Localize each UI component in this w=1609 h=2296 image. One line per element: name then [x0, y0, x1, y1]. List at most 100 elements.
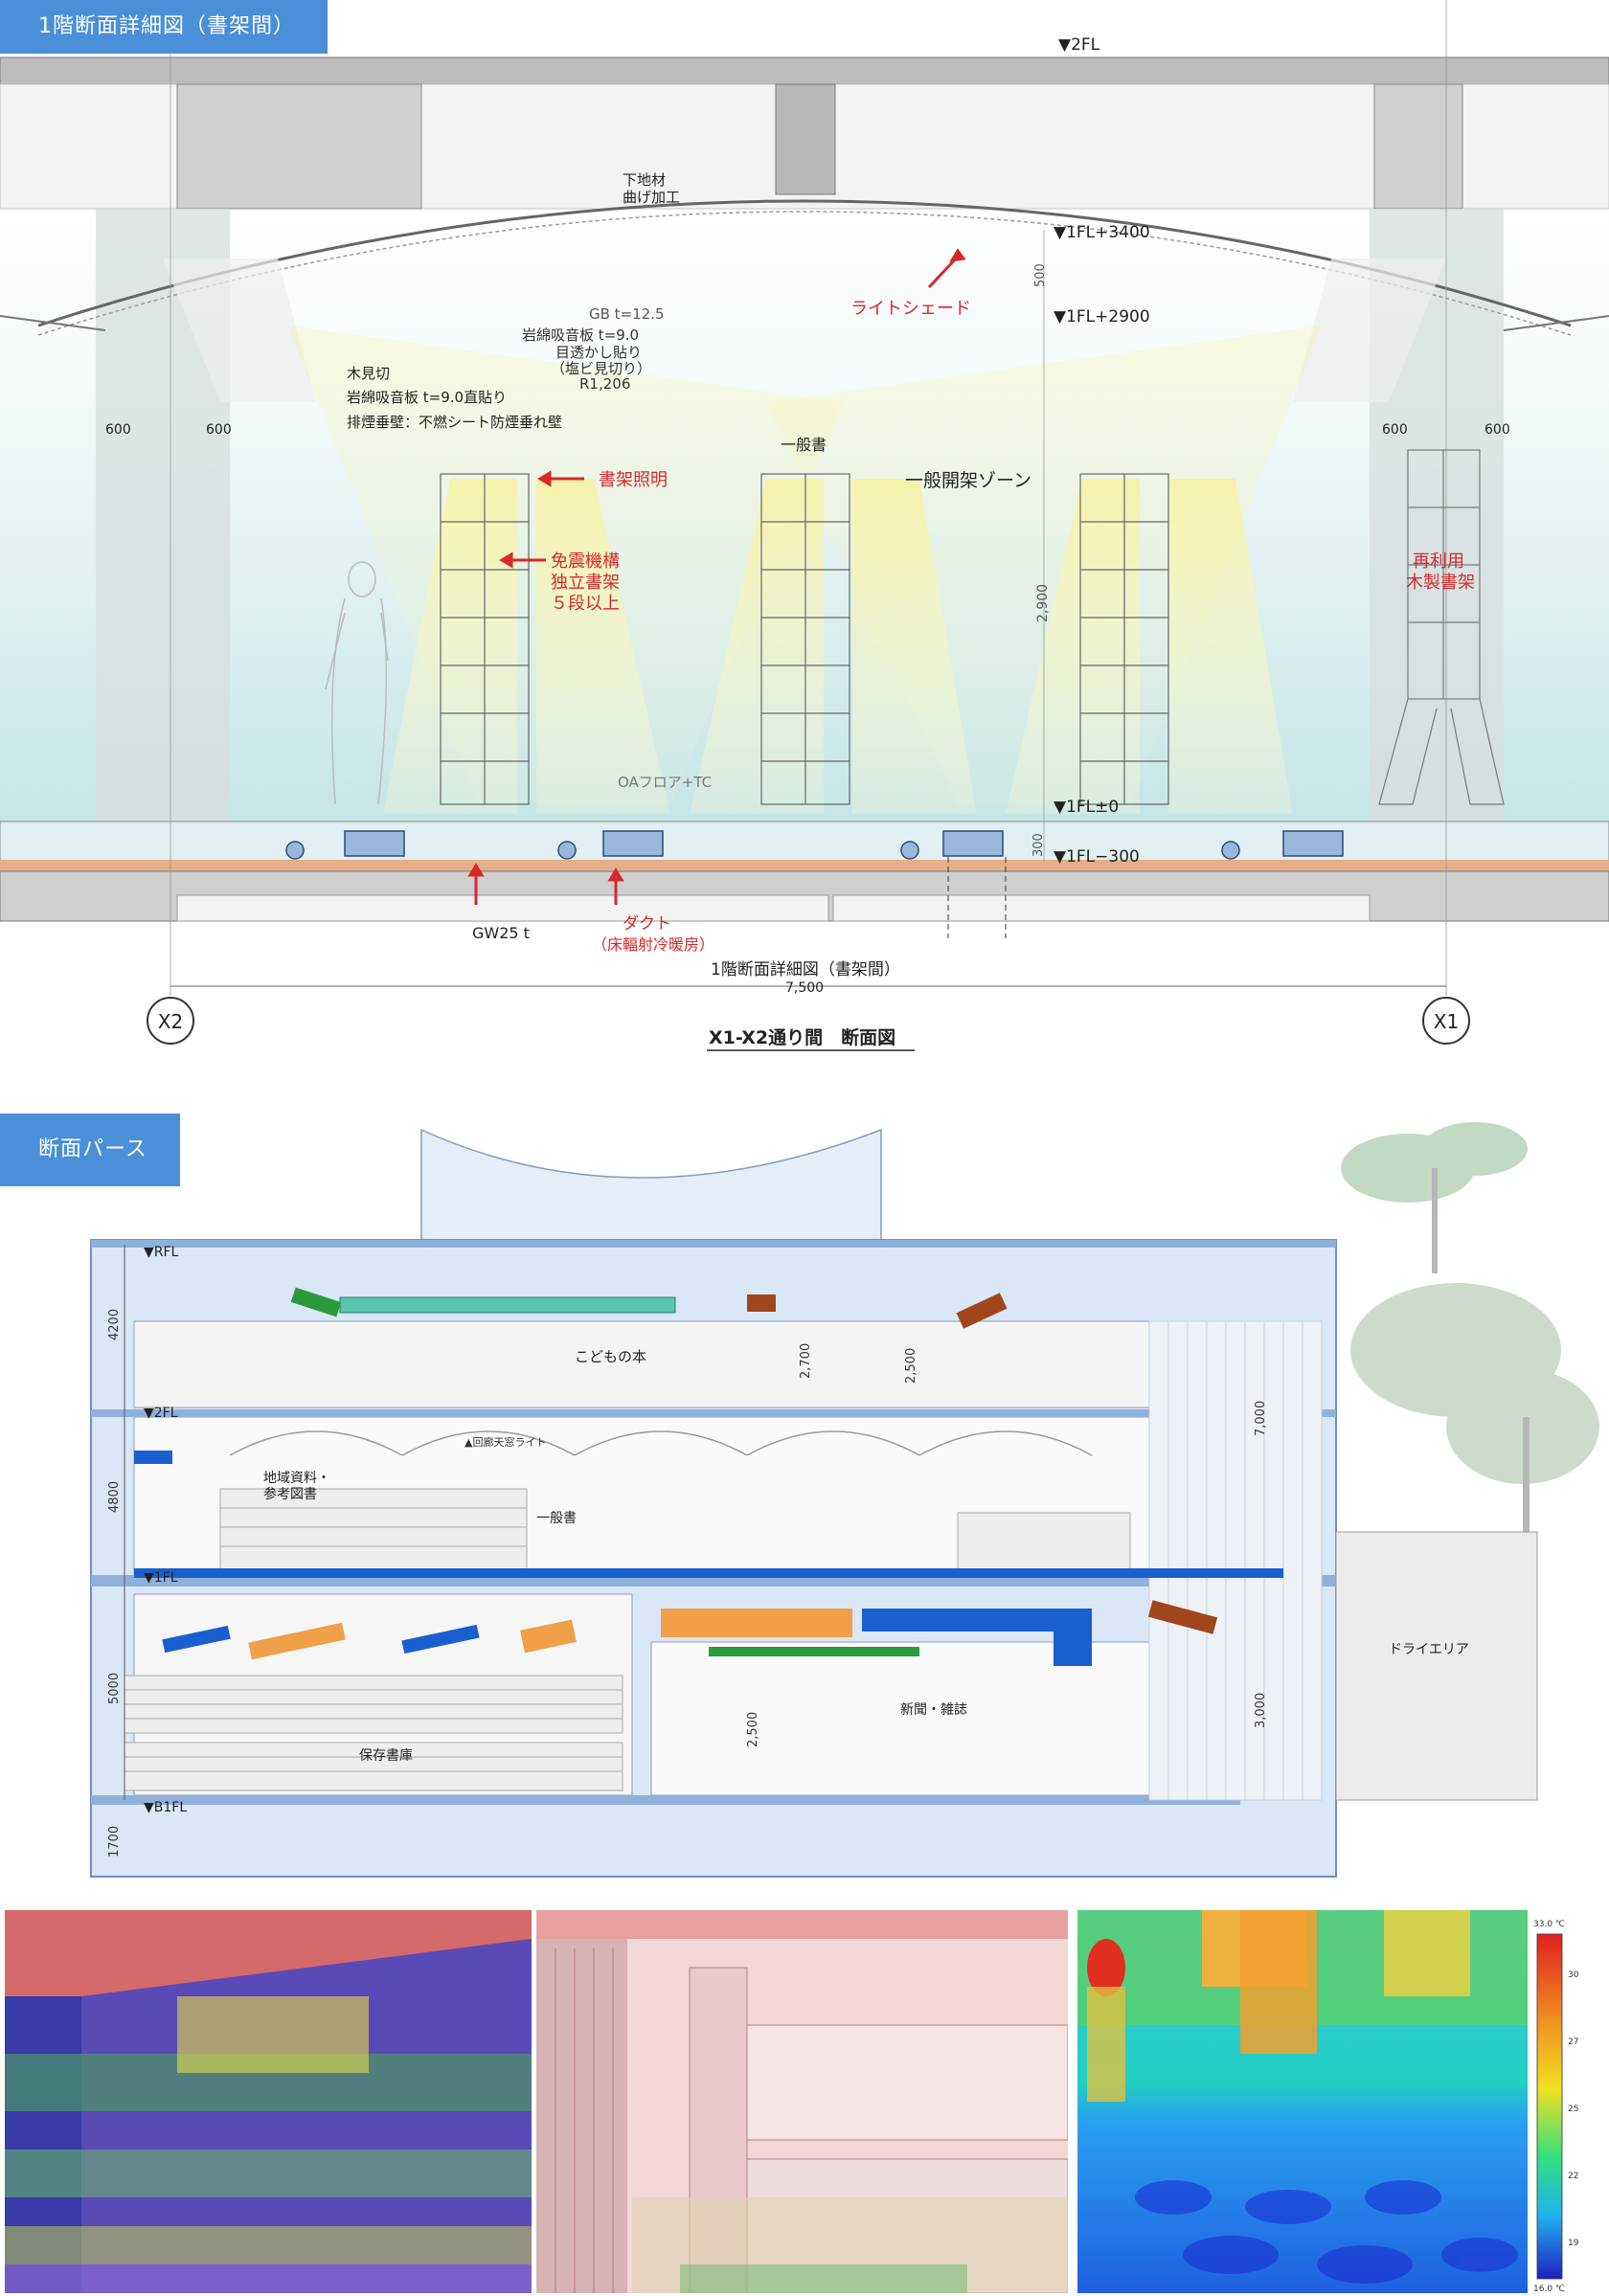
label-duct-2: （床輻射冷暖房）: [592, 935, 714, 954]
label-oa-floor: OAフロア+TC: [618, 774, 712, 791]
dim-2500-b: 2,500: [746, 1712, 760, 1747]
duct-brown-b1: [1147, 1600, 1218, 1634]
label-general: 一般書: [536, 1511, 577, 1526]
dim-600-b: 600: [206, 422, 232, 438]
label-storage: 保存書庫: [359, 1747, 413, 1764]
dim-3000: 3,000: [1254, 1693, 1268, 1728]
thermal-analysis-view: 33.0 ℃ 16.0 ℃ 30 27 25 22 19: [1077, 1910, 1609, 2293]
floor-insulation: [0, 860, 1609, 871]
legend-tick-5: 19: [1568, 2239, 1579, 2248]
beam-right: [1373, 83, 1463, 210]
lighting-analysis-svg: [5, 1910, 532, 2293]
detail-svg: ▼2FL ▼1FL+3400 ▼1FL+2900 ▼1FL±0 ▼1FL−300…: [0, 0, 1609, 1051]
label-smoke-wall: 排煙垂壁：不燃シート防煙垂れ壁: [347, 414, 562, 431]
tree-right-bottom: [1350, 1283, 1599, 1666]
drawing-title: X1-X2通り間 断面図: [709, 1026, 895, 1048]
label-1fl-3400: ▼1FL+3400: [1054, 223, 1150, 242]
shelf-cone-2b: [852, 479, 977, 814]
label-seismic-1: 免震機構: [551, 551, 620, 572]
bookshelf-1: [440, 473, 530, 805]
dim-4200: 4200: [107, 1309, 122, 1340]
label-1fl-minus300: ▼1FL−300: [1054, 847, 1140, 867]
label-rockwool-direct: 岩綿吸音板 t=9.0直貼り: [347, 389, 507, 406]
level-1fl: ▼1FL: [144, 1570, 178, 1586]
dim-500: 500: [1033, 263, 1048, 287]
label-kids-books: こどもの本: [575, 1348, 646, 1365]
shelf-cone-1a: [383, 479, 517, 814]
shelf-cone-3a: [1006, 479, 1140, 814]
lower-gap-left: [176, 894, 829, 922]
dim-5000: 5000: [107, 1673, 122, 1704]
perspective-svg: ▼RFL ▼2FL ▼1FL ▼B1FL 4200 4800 5000 1700…: [90, 1122, 1599, 1878]
dry-area: [1335, 1531, 1538, 1801]
upper-slab: [0, 56, 1609, 85]
dim-2500-a: 2,500: [904, 1348, 918, 1384]
label-grid-x1: X1: [1434, 1010, 1459, 1033]
level-2fl: ▼2FL: [144, 1406, 178, 1421]
floor-2-interior: [133, 1320, 1318, 1408]
dim-300: 300: [1031, 833, 1046, 857]
shelf-cone-3b: [1168, 479, 1293, 814]
label-seismic-3: ５段以上: [551, 594, 620, 614]
label-open-zone: 一般開架ゾーン: [905, 470, 1031, 491]
label-reused-1: 再利用: [1413, 551, 1464, 572]
level-b1fl: ▼B1FL: [144, 1800, 187, 1815]
label-span-dim: 7,500: [785, 980, 824, 996]
section-perspective: ▼RFL ▼2FL ▼1FL ▼B1FL 4200 4800 5000 1700…: [0, 1111, 1609, 1886]
duct-green-b1: [709, 1647, 919, 1656]
lighting-analysis-plan: [5, 1910, 532, 2293]
dim-2700: 2,700: [799, 1343, 813, 1379]
indirect-light-left: [163, 259, 316, 402]
label-local-1: 地域資料・: [263, 1471, 330, 1486]
person-silhouette: [325, 561, 389, 805]
label-rockwool-2: 目透かし貼り: [555, 344, 642, 361]
interior-render-svg: [536, 1910, 1068, 2293]
section-tag-perspective: 断面パース: [0, 1114, 180, 1186]
grid-bubble-x1: [1422, 997, 1470, 1045]
shelves-storage: [124, 1675, 623, 1791]
legend-tick-1: 30: [1568, 1970, 1579, 1980]
dim-2900: 2,900: [1035, 584, 1051, 622]
shelf-cone-1b: [536, 479, 670, 814]
slab-2fl: [91, 1409, 1336, 1417]
slab-b1fl: [91, 1795, 1240, 1805]
duct-blue-floor: [134, 1568, 1283, 1578]
label-wood-edge: 木見切: [347, 365, 390, 382]
annotation-arrows: [467, 248, 966, 905]
label-reused-2: 木製書架: [1406, 573, 1475, 593]
dim-7000: 7,000: [1254, 1401, 1268, 1436]
slab-roof: [91, 1240, 1336, 1248]
section-tag-detail: 1階断面詳細図（書架間）: [0, 0, 328, 54]
arched-ceiling-inner: [37, 211, 1572, 336]
label-1fl-2900: ▼1FL+2900: [1054, 307, 1150, 326]
label-light-shade: ライトシェード: [850, 299, 971, 319]
label-2fl: ▼2FL: [1058, 35, 1100, 55]
label-rockwool-3: （塩ビ見切り）: [551, 360, 651, 377]
interior-render-view: [536, 1910, 1068, 2293]
beam-left: [176, 83, 422, 210]
label-grid-x2: X2: [158, 1010, 183, 1033]
grid-bubble-x2: [147, 997, 194, 1045]
label-local-2: 参考図書: [263, 1486, 317, 1502]
raised-floor: [0, 821, 1609, 863]
duct-cyan-roof: [339, 1296, 676, 1314]
dim-600-d: 600: [1484, 422, 1510, 438]
duct-blue-1f: [134, 1451, 172, 1464]
legend-tick-4: 22: [1568, 2172, 1578, 2181]
lower-gap-right: [832, 894, 1371, 922]
bookshelf-3: [1079, 473, 1169, 805]
duct-blue-b1-2: [401, 1624, 480, 1654]
duct-blue-b1-riser: [1054, 1609, 1092, 1666]
duct-orange-b1-1: [248, 1622, 346, 1660]
duct-orange-b1-2: [520, 1619, 577, 1654]
indirect-light-right: [1293, 259, 1446, 402]
tree-right-top: [1341, 1122, 1528, 1273]
label-dry-area: ドライエリア: [1389, 1642, 1469, 1657]
label-general-books: 一般書: [781, 436, 827, 454]
label-span-title: 1階断面詳細図（書架間）: [711, 960, 900, 979]
thermal-analysis-svg: 33.0 ℃ 16.0 ℃ 30 27 25 22 19: [1077, 1910, 1609, 2293]
shelves-1f: [219, 1488, 1131, 1571]
beam-center: [775, 83, 836, 195]
label-rockwool-1: 岩綿吸音板 t=9.0: [522, 326, 639, 344]
duct-brown-roof-2: [956, 1293, 1008, 1329]
